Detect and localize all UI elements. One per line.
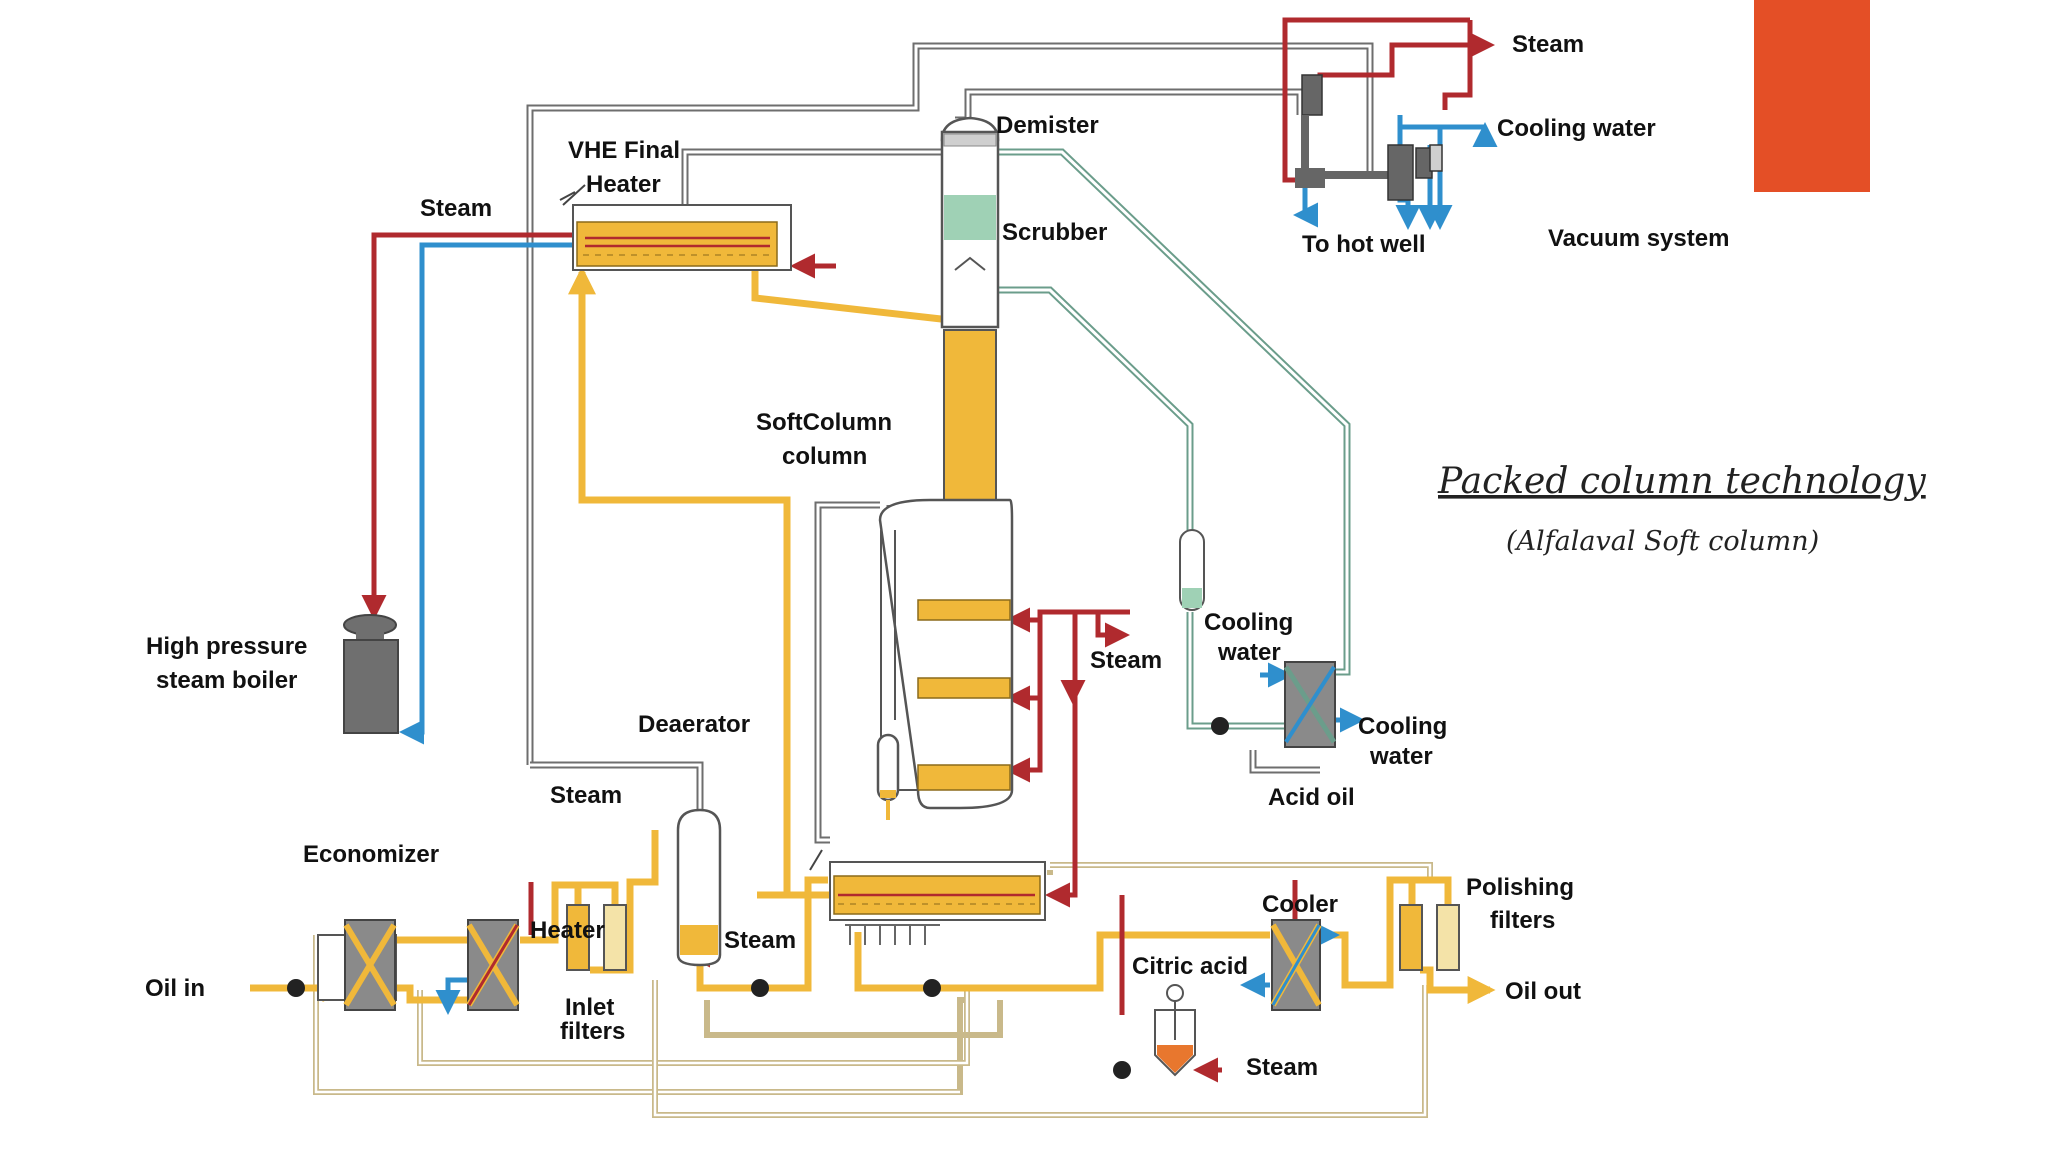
label-steam-left: Steam: [550, 782, 622, 809]
economizer-unit: [317, 919, 397, 1011]
label-steam-bottom: Steam: [1246, 1054, 1318, 1081]
accent-block: [1754, 0, 1870, 192]
label-inlet-filters-line2: filters: [560, 1018, 625, 1045]
slide-title: Packed column technology: [1437, 461, 1926, 502]
label-steam-deaerator: Steam: [724, 927, 796, 954]
vacuum-ejectors: [1295, 74, 1443, 201]
label-polishing-filters-line1: Polishing: [1466, 874, 1574, 901]
soft-column: [876, 116, 1014, 820]
label-acid-oil: Acid oil: [1268, 784, 1355, 811]
pump-deaerator: [751, 979, 769, 997]
label-citric-acid: Citric acid: [1132, 953, 1248, 980]
steam-lines: [361, 17, 1495, 1083]
pump-oil-in: [287, 979, 305, 997]
label-cooling-water-hx-line1: Cooling: [1358, 713, 1447, 740]
steam-boiler: [343, 614, 399, 734]
label-vhe-line1: VHE Final: [568, 137, 680, 164]
label-polishing-filters-line2: filters: [1490, 907, 1555, 934]
label-steam-top-right: Steam: [1512, 31, 1584, 58]
citric-acid-dosing: [1154, 984, 1196, 1077]
labels: Steam Cooling water To hot well Vacuum s…: [145, 31, 1729, 1081]
acid-oil-receiver: [1179, 529, 1205, 611]
inlet-filters-unit: [566, 904, 627, 971]
pump-citric: [1113, 1061, 1131, 1079]
label-boiler-line2: steam boiler: [156, 667, 297, 694]
label-economizer: Economizer: [303, 841, 439, 868]
pump-acid-oil: [1211, 717, 1229, 735]
label-inlet-filters-line1: Inlet: [565, 994, 614, 1021]
label-oil-in: Oil in: [145, 975, 205, 1002]
label-to-hot-well: To hot well: [1302, 231, 1426, 258]
label-scrubber: Scrubber: [1002, 219, 1107, 246]
vhe-final-heater: [559, 184, 792, 271]
label-demister: Demister: [996, 112, 1099, 139]
label-deaerator: Deaerator: [638, 711, 750, 738]
polishing-filters-unit: [1399, 904, 1460, 971]
slide-subtitle: (Alfalaval Soft column): [1506, 526, 1819, 557]
label-cooling-water-mid-line1: Cooling: [1204, 609, 1293, 636]
label-softcolumn-line2: column: [782, 443, 867, 470]
oil-lines: [250, 266, 1496, 1004]
label-oil-out: Oil out: [1505, 978, 1581, 1005]
deaerator-vessel: [676, 808, 722, 967]
heater-unit: [466, 919, 520, 1011]
acid-oil-cooler: [1283, 661, 1337, 748]
label-steam-column: Steam: [1090, 647, 1162, 674]
label-heater: Heater: [530, 917, 605, 944]
pumps: [287, 717, 1229, 1079]
label-boiler-line1: High pressure: [146, 633, 307, 660]
label-softcolumn-line1: SoftColumn: [756, 409, 892, 436]
label-cooling-water-top-right: Cooling water: [1497, 115, 1656, 142]
label-steam-vhe: Steam: [420, 195, 492, 222]
label-cooler: Cooler: [1262, 891, 1338, 918]
stripper-tank: [809, 849, 1046, 945]
label-cooling-water-hx-line2: water: [1369, 743, 1433, 770]
label-vhe-line2: Heater: [586, 171, 661, 198]
label-cooling-water-mid-line2: water: [1217, 639, 1281, 666]
pump-stripper: [923, 979, 941, 997]
label-vacuum-system: Vacuum system: [1548, 225, 1729, 252]
vapor-lines: [526, 42, 1395, 844]
cooler-unit: [1270, 919, 1322, 1011]
scrubber-circuit: [995, 148, 1351, 730]
